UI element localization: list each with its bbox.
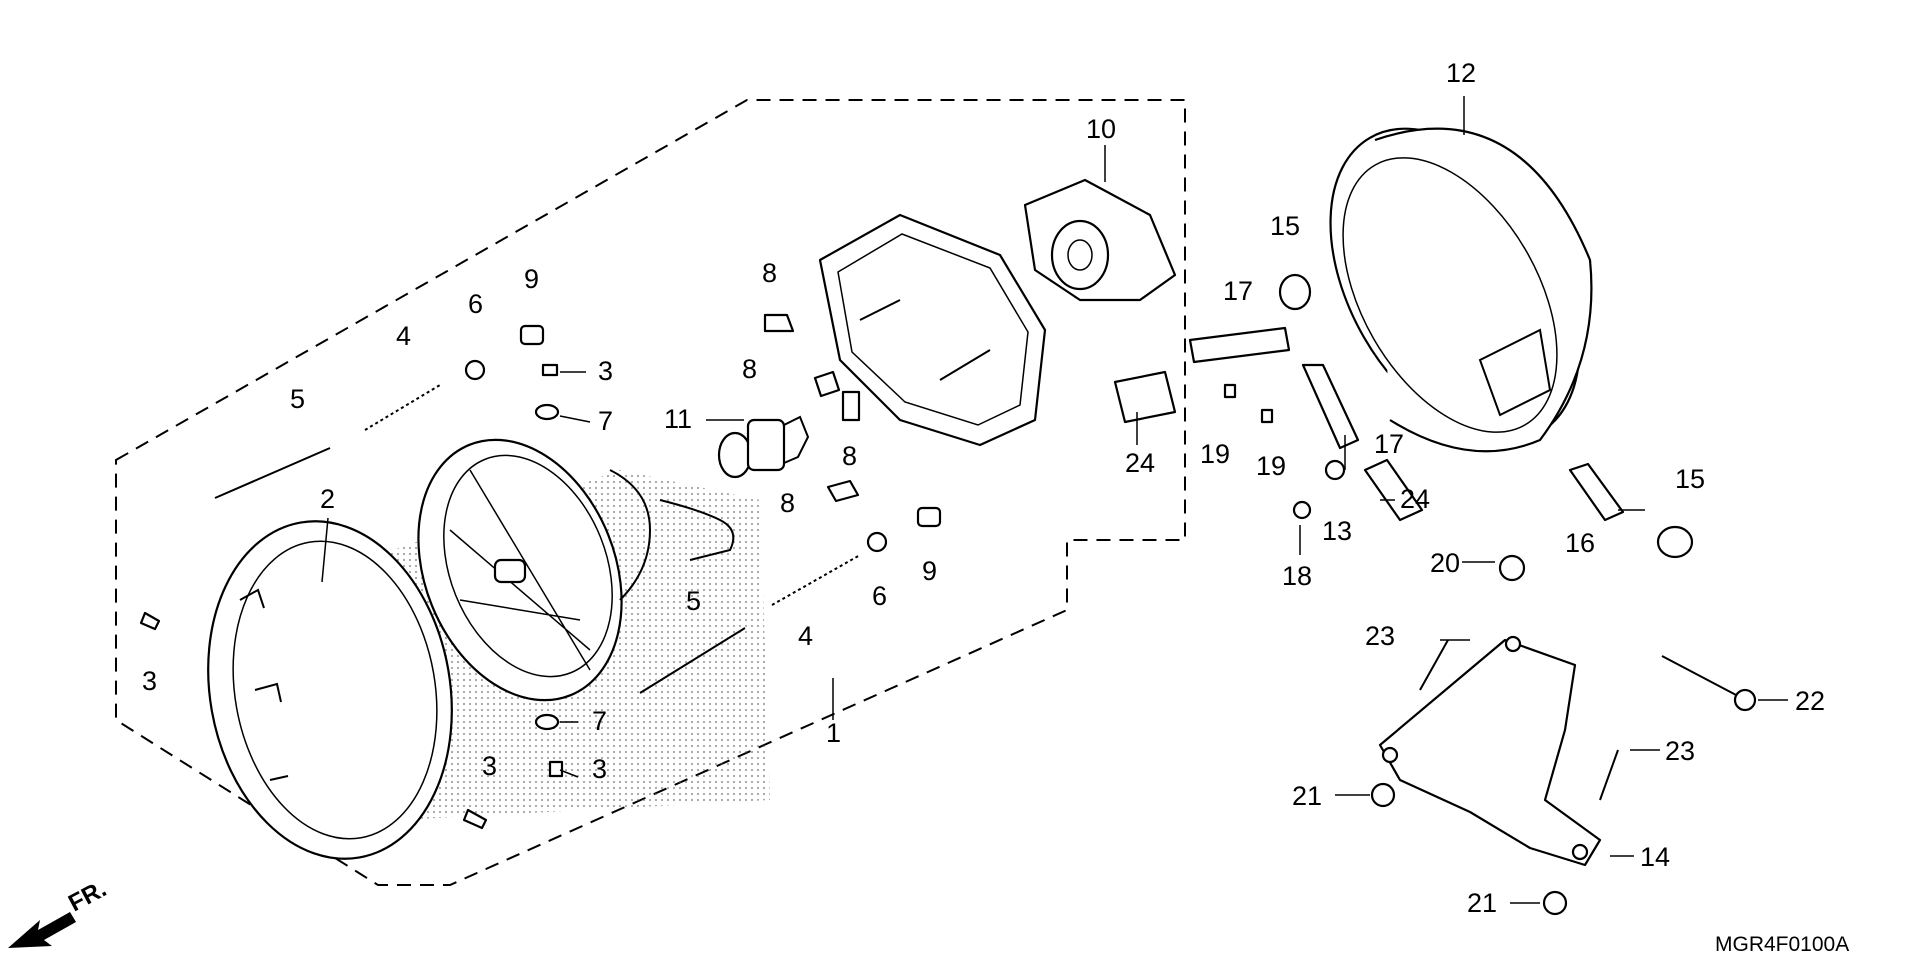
headlight-shell [1329,127,1593,453]
diagram-code: MGR4F0100A [1715,933,1849,956]
callout-8: 8 [762,258,777,288]
headlight-mounting-frame [818,213,1047,447]
callout-14: 14 [1640,842,1670,872]
callout-8: 8 [742,354,757,384]
callout-8: 8 [780,488,795,518]
direction-label: FR. [64,875,111,917]
callout-24: 24 [1125,448,1155,478]
callout-4: 4 [798,621,813,651]
arrow-icon [8,912,76,948]
small-parts [139,273,1757,916]
callout-22: 22 [1795,686,1825,716]
callout-21: 21 [1467,888,1497,918]
callout-21: 21 [1292,781,1322,811]
bulb [717,415,810,479]
assembly-outline [115,99,1186,886]
headlight-unit [417,438,735,702]
leader-lines [321,96,1788,904]
callout-5: 5 [290,384,305,414]
front-direction-indicator: FR. [8,875,111,948]
callout-13: 13 [1322,516,1352,546]
headlight-case [1023,178,1177,302]
callout-18: 18 [1282,561,1312,591]
callout-5: 5 [686,586,701,616]
headlight-rim [207,520,453,860]
callout-24: 24 [1400,484,1430,514]
callout-4: 4 [396,321,411,351]
headlight-bracket [1378,635,1602,867]
callout-1: 1 [826,718,841,748]
callout-6: 6 [468,289,483,319]
callout-12: 12 [1446,58,1476,88]
callout-9: 9 [524,264,539,294]
callout-7: 7 [592,706,607,736]
callout-3: 3 [482,751,497,781]
callout-11: 11 [664,404,692,434]
callout-9: 9 [922,556,937,586]
callout-3: 3 [592,754,607,784]
callout-19: 19 [1256,451,1286,481]
callout-6: 6 [872,581,887,611]
callout-7: 7 [598,406,613,436]
callout-16: 16 [1565,528,1595,558]
callout-17: 17 [1374,429,1404,459]
callout-23: 23 [1665,736,1695,766]
callout-19: 19 [1200,439,1230,469]
callout-3: 3 [598,356,613,386]
callouts: 1 2 3 3 3 3 4 4 5 5 6 6 7 7 8 8 8 8 9 9 … [142,58,1825,918]
callout-17: 17 [1223,276,1253,306]
callout-15: 15 [1270,211,1300,241]
callout-2: 2 [320,484,335,514]
callout-20: 20 [1430,548,1460,578]
callout-10: 10 [1086,114,1116,144]
callout-8: 8 [842,441,857,471]
callout-15: 15 [1675,464,1705,494]
callout-3: 3 [142,666,157,696]
callout-23: 23 [1365,621,1395,651]
